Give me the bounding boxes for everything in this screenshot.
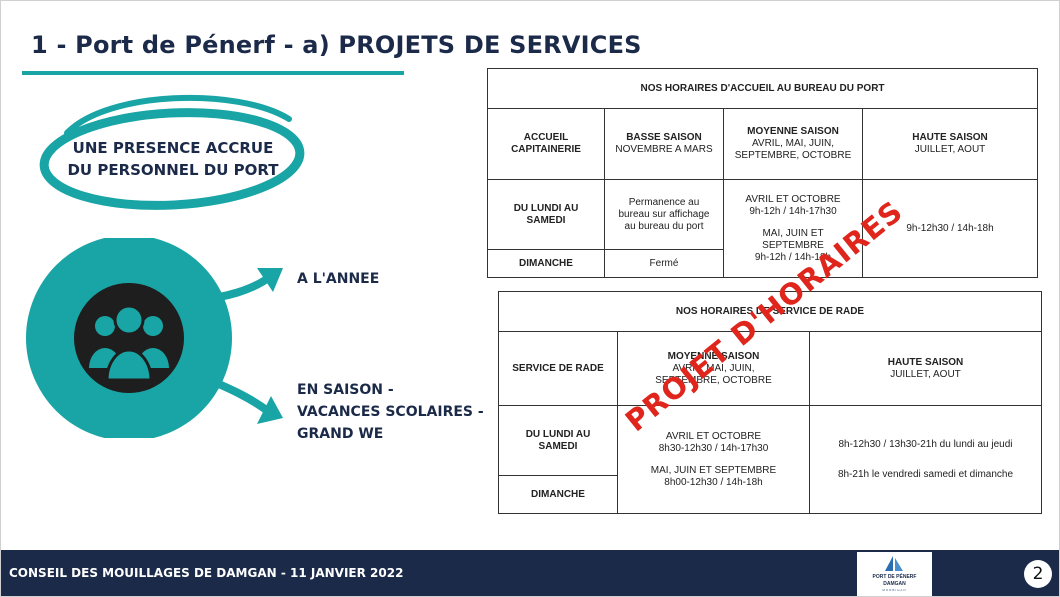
col-haute-saison: HAUTE SAISON JUILLET, AOUT	[862, 108, 1038, 180]
label-saison-line-1: EN SAISON -	[297, 382, 394, 398]
label-a-l-annee: A L'ANNEE	[297, 271, 380, 287]
row-lundi-samedi-label: DU LUNDI AU SAMEDI	[487, 179, 605, 250]
rade-moyenne-hours-cell: AVRIL ET OCTOBRE 8h30-12h30 / 14h-17h30 …	[617, 405, 810, 514]
logo-line-1: PORT DE PÉNERF	[872, 574, 917, 580]
footer-bar: CONSEIL DES MOUILLAGES DE DAMGAN - 11 JA…	[1, 550, 1059, 596]
footer-text: CONSEIL DES MOUILLAGES DE DAMGAN - 11 JA…	[9, 566, 404, 580]
col-basse-saison: BASSE SAISON NOVEMBRE A MARS	[604, 108, 724, 180]
rade-col-haute: HAUTE SAISON JUILLET, AOUT	[809, 331, 1042, 406]
sailboat-logo-icon	[885, 556, 903, 571]
presence-line-2: DU PERSONNEL DU PORT	[67, 161, 279, 179]
table-rade-title: NOS HORAIRES DE SERVICE DE RADE	[498, 291, 1042, 332]
basse-week-cell: Permanence au bureau sur affichage au bu…	[604, 179, 724, 250]
brush-ring-icon	[39, 94, 305, 210]
logo-line-3: MORBIHAN	[882, 588, 907, 592]
page-number: 2	[1024, 560, 1052, 588]
rade-haute-hours-cell: 8h-12h30 / 13h30-21h du lundi au jeudi 8…	[809, 405, 1042, 514]
title-underline	[22, 71, 404, 75]
people-group-icon	[89, 304, 169, 382]
moyenne-hours-cell: AVRIL ET OCTOBRE 9h-12h / 14h-17h30 MAI,…	[723, 179, 863, 278]
col-moyenne-saison: MOYENNE SAISON AVRIL, MAI, JUIN, SEPTEMB…	[723, 108, 863, 180]
label-en-saison: EN SAISON - VACANCES SCOLAIRES - GRAND W…	[297, 379, 484, 445]
staff-circle-graphic	[26, 238, 283, 438]
table-accueil-hours: NOS HORAIRES D'ACCUEIL AU BUREAU DU PORT…	[487, 68, 1038, 278]
label-saison-line-2: VACANCES SCOLAIRES -	[297, 404, 484, 420]
presence-heading: UNE PRESENCE ACCRUE DU PERSONNEL DU PORT	[45, 137, 301, 181]
logo-line-2: DAMGAN	[883, 581, 906, 587]
slide-title: 1 - Port de Pénerf - a) PROJETS DE SERVI…	[31, 31, 642, 59]
basse-sunday-cell: Fermé	[604, 249, 724, 278]
presence-line-1: UNE PRESENCE ACCRUE	[72, 139, 274, 157]
table-rade-hours: NOS HORAIRES DE SERVICE DE RADE SERVICE …	[498, 291, 1042, 514]
rade-row-dimanche-label: DIMANCHE	[498, 475, 618, 514]
rade-row-lundi-samedi-label: DU LUNDI AU SAMEDI	[498, 405, 618, 476]
label-saison-line-3: GRAND WE	[297, 426, 384, 442]
table-accueil-corner: ACCUEIL CAPITAINERIE	[487, 108, 605, 180]
table-accueil-title: NOS HORAIRES D'ACCUEIL AU BUREAU DU PORT	[487, 68, 1038, 109]
table-rade-corner: SERVICE DE RADE	[498, 331, 618, 406]
row-dimanche-label: DIMANCHE	[487, 249, 605, 278]
port-logo: PORT DE PÉNERF DAMGAN MORBIHAN	[857, 552, 932, 596]
haute-hours-cell: 9h-12h30 / 14h-18h	[862, 179, 1038, 278]
